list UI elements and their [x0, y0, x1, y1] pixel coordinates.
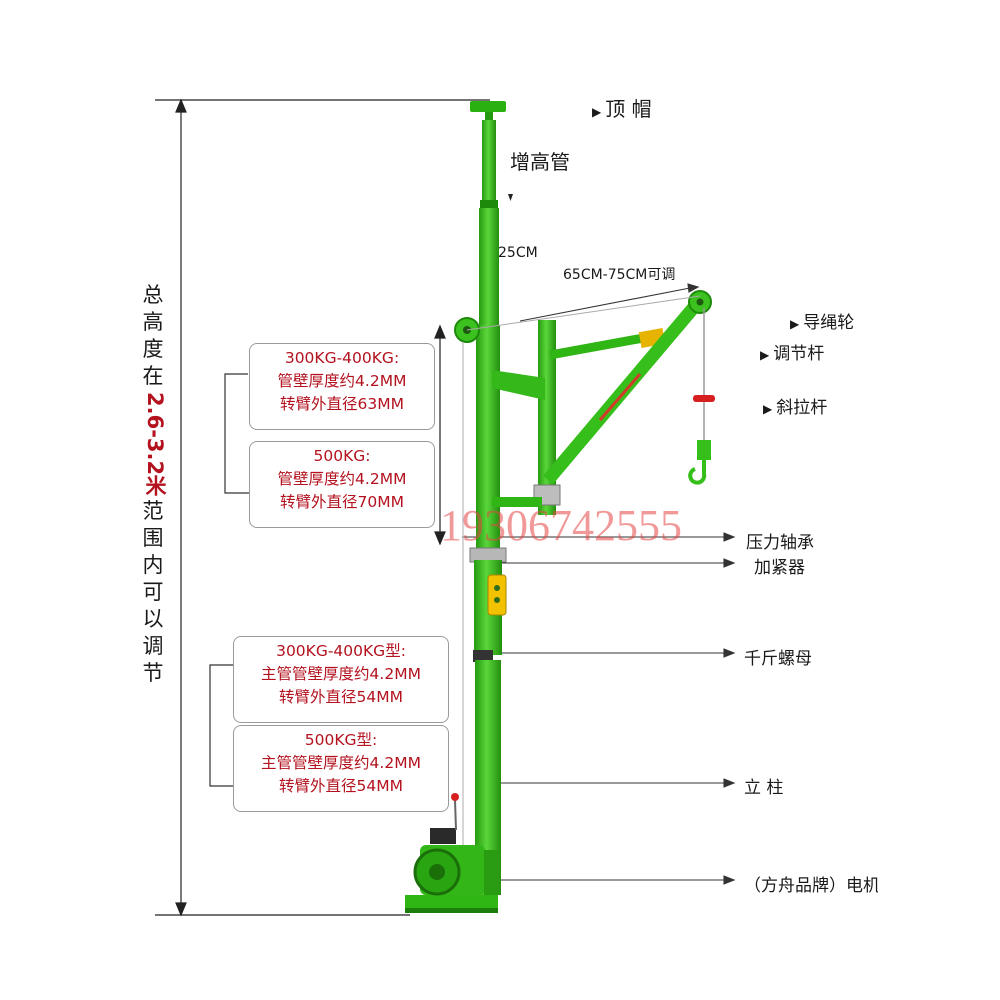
- total-height-char: 围: [142, 526, 164, 551]
- total-height-dimension: [155, 98, 490, 917]
- leader-lines: [462, 283, 736, 885]
- spec-line: 500KG型:: [304, 731, 378, 749]
- total-height-char: 内: [142, 553, 164, 578]
- label-extension-tube: 增高管: [510, 150, 570, 174]
- label-text: 斜拉杆: [776, 398, 828, 418]
- label-column: 立 柱: [744, 778, 784, 798]
- triangle-marker-icon: ▶: [763, 402, 773, 416]
- spec-brackets: [209, 373, 250, 787]
- triangle-marker-icon: ▶: [760, 348, 770, 362]
- spec-line: 主管管壁厚度约4.2MM: [261, 754, 421, 772]
- spec-box-upper-300-400: 300KG-400KG: 管壁厚度约4.2MM 转臂外直径63MM: [249, 343, 435, 430]
- crane-machine: [405, 101, 715, 913]
- total-height-char: 在: [142, 364, 164, 388]
- spec-line: 300KG-400KG:: [284, 349, 400, 367]
- spec-line: 转臂外直径54MM: [279, 688, 403, 706]
- spec-line: 管壁厚度约4.2MM: [277, 372, 407, 390]
- label-rope-pulley: ▶导绳轮: [790, 308, 854, 333]
- label-text: 导绳轮: [803, 313, 855, 333]
- total-height-char: 高: [142, 310, 164, 334]
- total-height-range: 2.6-3.2米: [143, 392, 167, 497]
- total-height-char: 可: [142, 580, 164, 605]
- total-height-char: 调: [142, 634, 164, 659]
- arm-height-dimension: [434, 324, 446, 546]
- triangle-marker-icon: ▶: [592, 105, 602, 119]
- label-text: 调节杆: [773, 344, 825, 364]
- label-diagonal-rod: ▶斜拉杆: [763, 393, 827, 418]
- total-height-char: 以: [142, 607, 164, 632]
- spec-line: 管壁厚度约4.2MM: [277, 470, 407, 488]
- label-jack-nut: 千斤螺母: [744, 649, 812, 669]
- label-motor: （方舟品牌）电机: [744, 876, 878, 896]
- label-top-cap: ▶顶 帽: [592, 93, 652, 122]
- spec-line: 转臂外直径70MM: [280, 493, 404, 511]
- spec-line: 主管管壁厚度约4.2MM: [261, 665, 421, 683]
- watermark-phone: 19306742555: [440, 501, 682, 550]
- total-height-char: 度: [142, 337, 164, 361]
- label-pressure-bearing: 压力轴承: [746, 533, 814, 553]
- triangle-marker-icon: ▶: [790, 317, 800, 331]
- total-height-char: 节: [142, 661, 164, 686]
- spec-box-lower-300-400: 300KG-400KG型: 主管管壁厚度约4.2MM 转臂外直径54MM: [233, 636, 449, 723]
- total-height-char: 总: [142, 283, 164, 307]
- spec-line: 转臂外直径63MM: [280, 395, 404, 413]
- spec-box-lower-500: 500KG型: 主管管壁厚度约4.2MM 转臂外直径54MM: [233, 725, 449, 812]
- spec-box-upper-500: 500KG: 管壁厚度约4.2MM 转臂外直径70MM: [249, 441, 435, 528]
- label-adjust-rod: ▶调节杆: [760, 339, 824, 364]
- total-height-text: 总 高 度 在 2.6-3.2米 范 围 内 可 以 调 节: [138, 282, 168, 687]
- label-arm-length: 65CM-75CM可调: [563, 267, 676, 283]
- spec-line: 500KG:: [313, 447, 371, 465]
- label-extension-length: 25CM: [498, 245, 538, 261]
- spec-line: 300KG-400KG型:: [276, 642, 406, 660]
- total-height-char: 范: [142, 499, 164, 524]
- label-text: 顶 帽: [605, 97, 652, 121]
- triangle-marker-icon: [508, 194, 513, 201]
- spec-line: 转臂外直径54MM: [279, 777, 403, 795]
- label-tightener: 加紧器: [754, 558, 805, 578]
